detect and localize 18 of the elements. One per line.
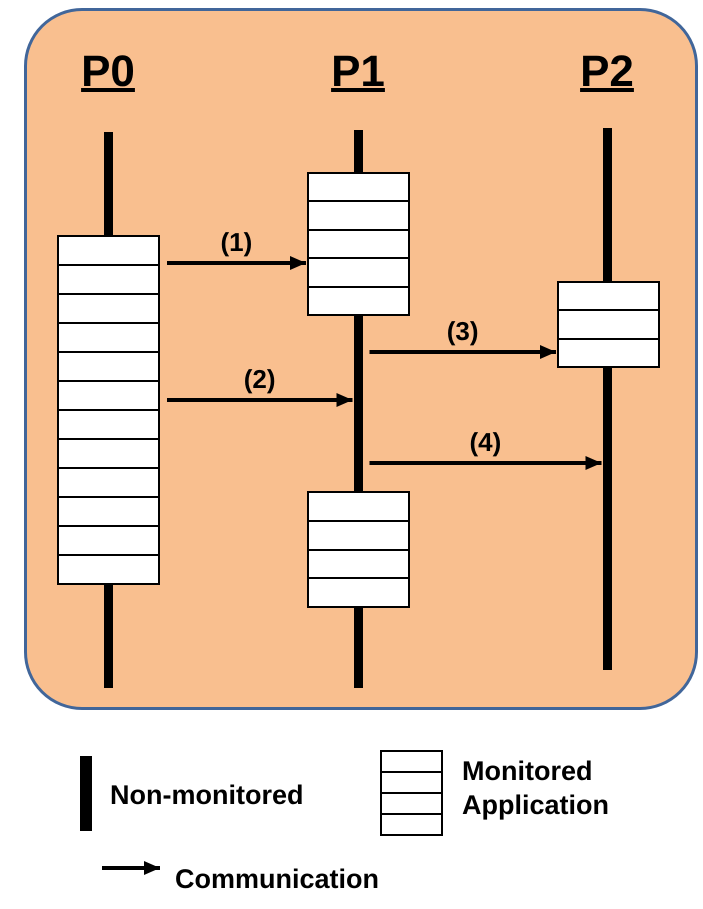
- monitored-block: [307, 172, 410, 316]
- legend-label: Communication: [175, 863, 380, 896]
- legend-label: Non-monitored: [110, 779, 304, 812]
- arrow: [370, 345, 556, 359]
- arrow: [167, 256, 306, 270]
- process-label: P2: [579, 46, 635, 98]
- monitored-block: [307, 491, 410, 608]
- arrow: [370, 456, 602, 470]
- process-label: P1: [330, 46, 386, 98]
- edge-label: (2): [244, 364, 276, 394]
- process-label: P0: [80, 46, 136, 98]
- legend-label: Monitored Application: [462, 755, 610, 822]
- monitored-block: [557, 281, 660, 368]
- monitored-block: [57, 235, 160, 585]
- arrow: [167, 393, 352, 407]
- edge-label: (3): [446, 316, 479, 346]
- edge-label: (1): [220, 227, 252, 257]
- edge-label: (4): [470, 427, 502, 457]
